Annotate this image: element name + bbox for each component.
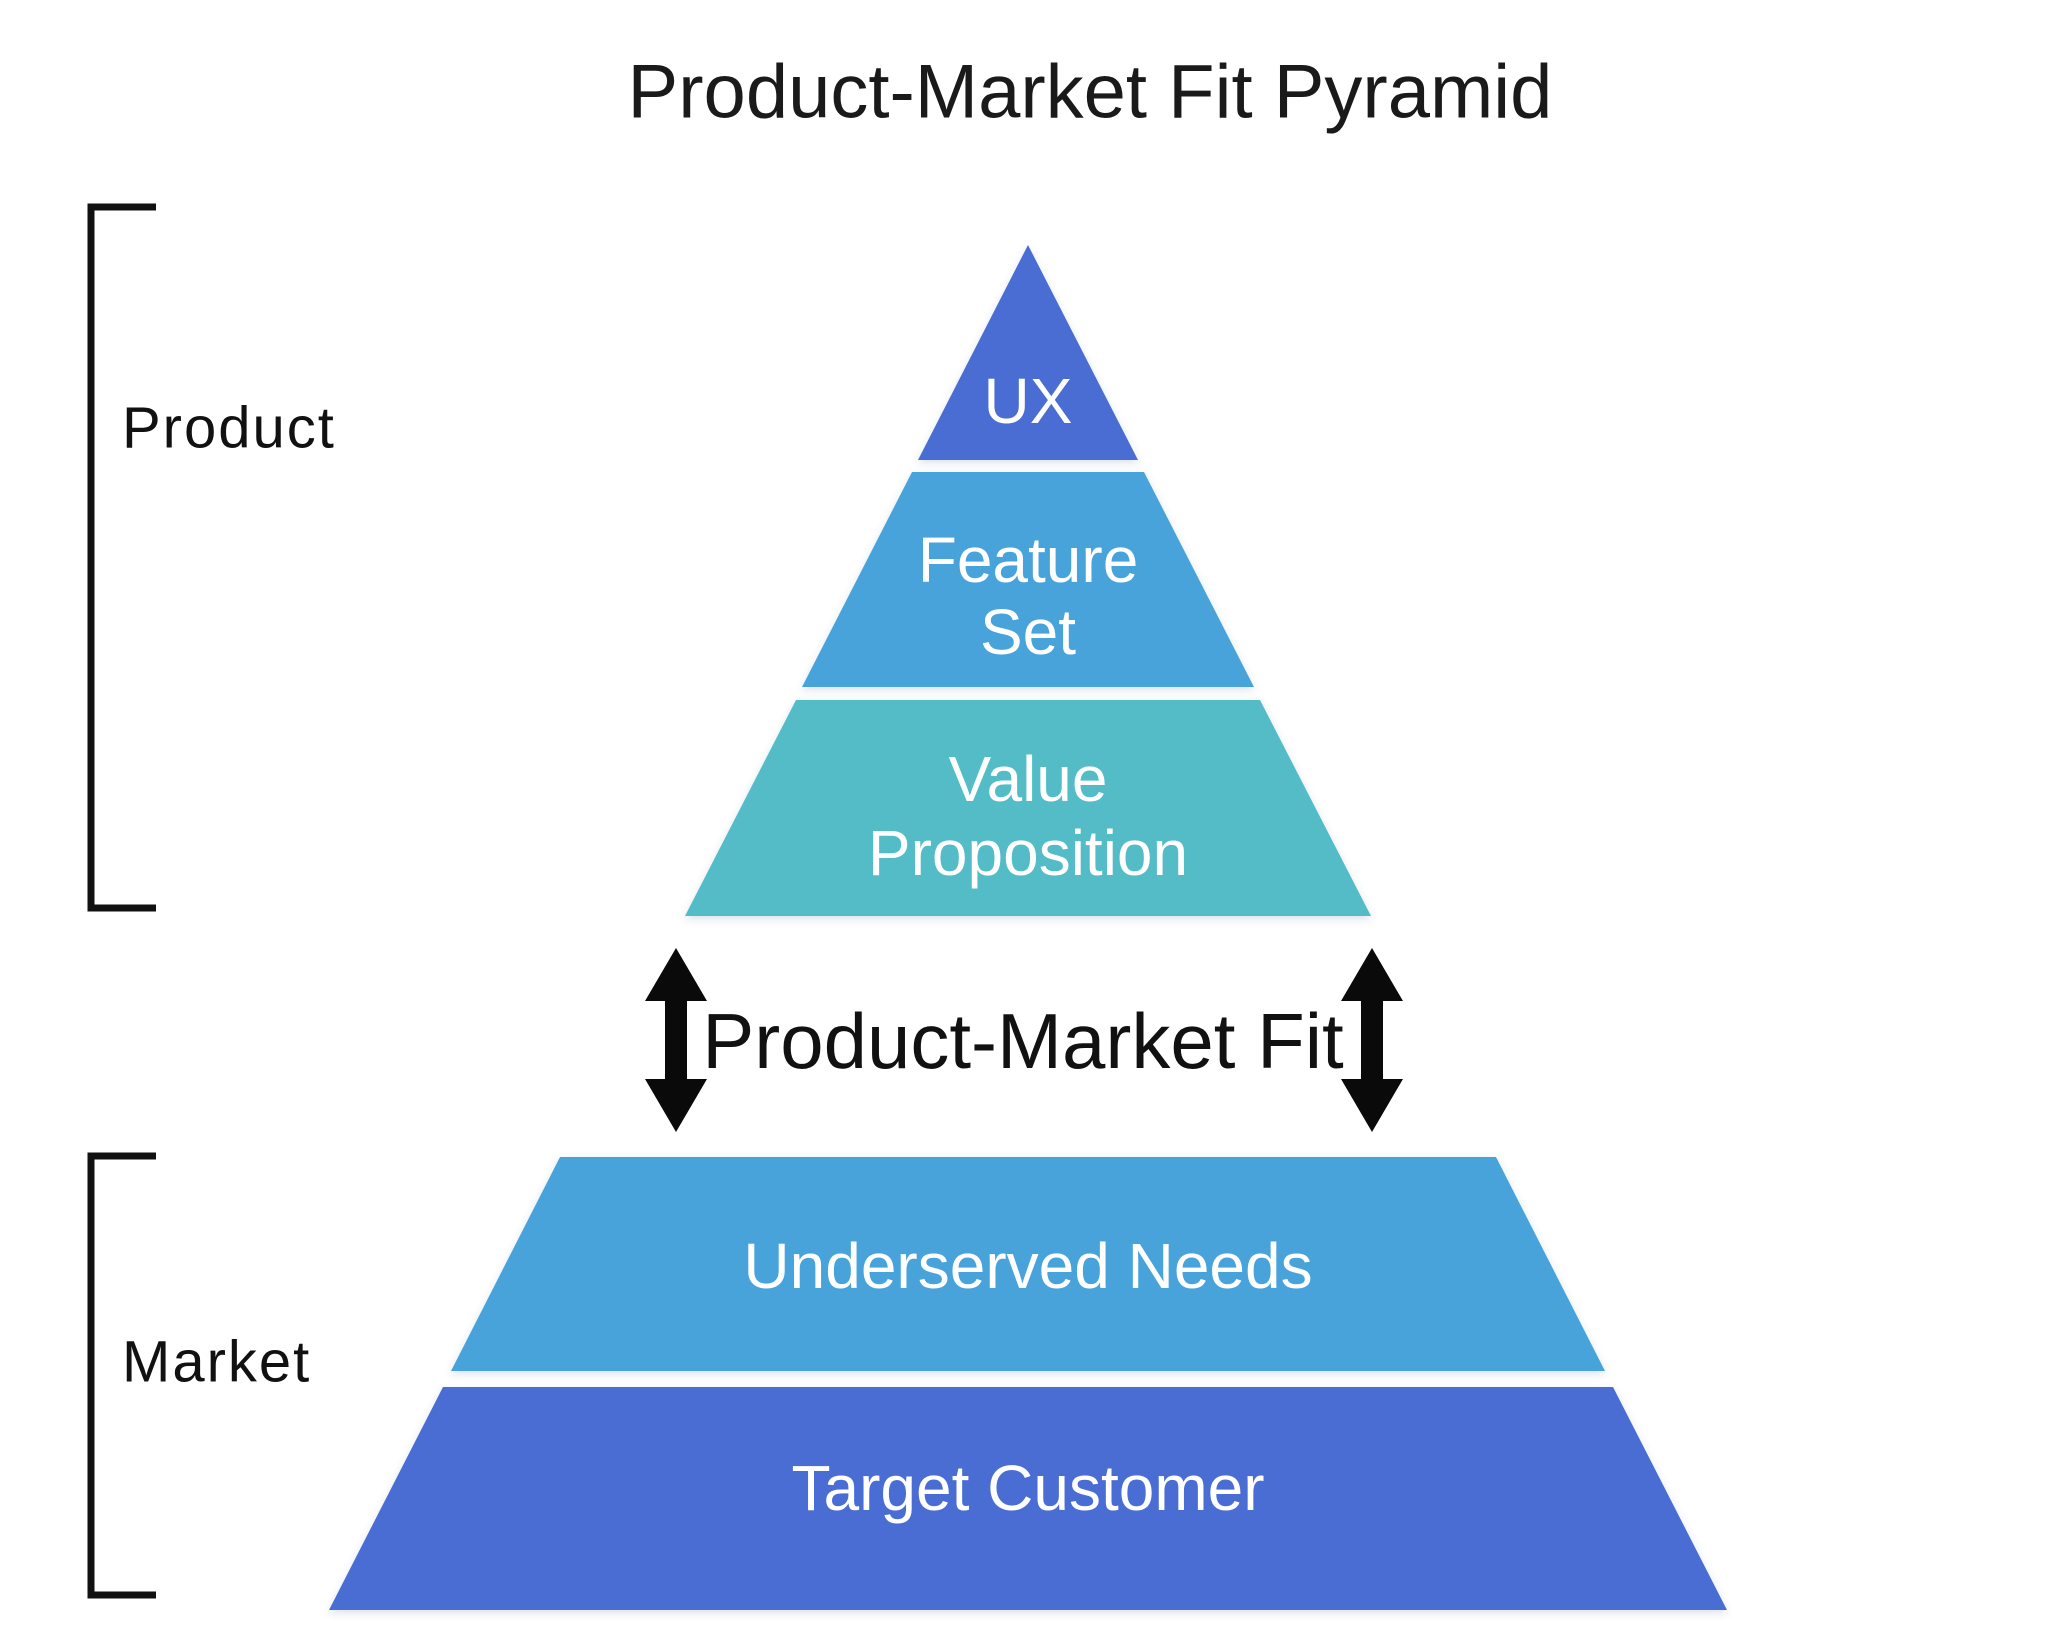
product-market-fit-label: Product-Market Fit xyxy=(702,997,1344,1085)
layer-feature-set-label-line1: Feature xyxy=(918,524,1139,596)
layer-value-proposition-shape xyxy=(685,700,1371,916)
market-group-label: Market xyxy=(122,1330,311,1395)
layer-underserved-needs-label: Underserved Needs xyxy=(743,1230,1312,1302)
layer-value-proposition-label-line2: Proposition xyxy=(868,817,1188,889)
double-arrow-left-icon xyxy=(645,948,707,1132)
double-arrow-right-icon xyxy=(1341,948,1403,1132)
layer-value-proposition-label-line1: Value xyxy=(949,743,1108,815)
layer-underserved-needs-shape xyxy=(451,1157,1605,1371)
layer-feature-set-label-line2: Set xyxy=(980,596,1076,668)
layer-target-customer-label: Target Customer xyxy=(791,1452,1264,1524)
layer-ux-label: UX xyxy=(984,365,1073,437)
product-group-label: Product xyxy=(122,396,336,461)
market-bracket-icon xyxy=(87,1152,156,1599)
layer-ux-shape xyxy=(918,245,1138,460)
product-group: Product xyxy=(87,203,336,912)
layer-target-customer-shape xyxy=(329,1387,1727,1610)
layer-feature-set-shape xyxy=(802,472,1254,687)
product-bracket-icon xyxy=(87,203,156,912)
product-market-fit-connector: Product-Market Fit xyxy=(645,948,1403,1132)
pyramid: UX Feature Set Value Proposition Underse… xyxy=(329,245,1727,1610)
market-group: Market xyxy=(87,1152,311,1599)
page-title: Product-Market Fit Pyramid xyxy=(628,50,1553,135)
